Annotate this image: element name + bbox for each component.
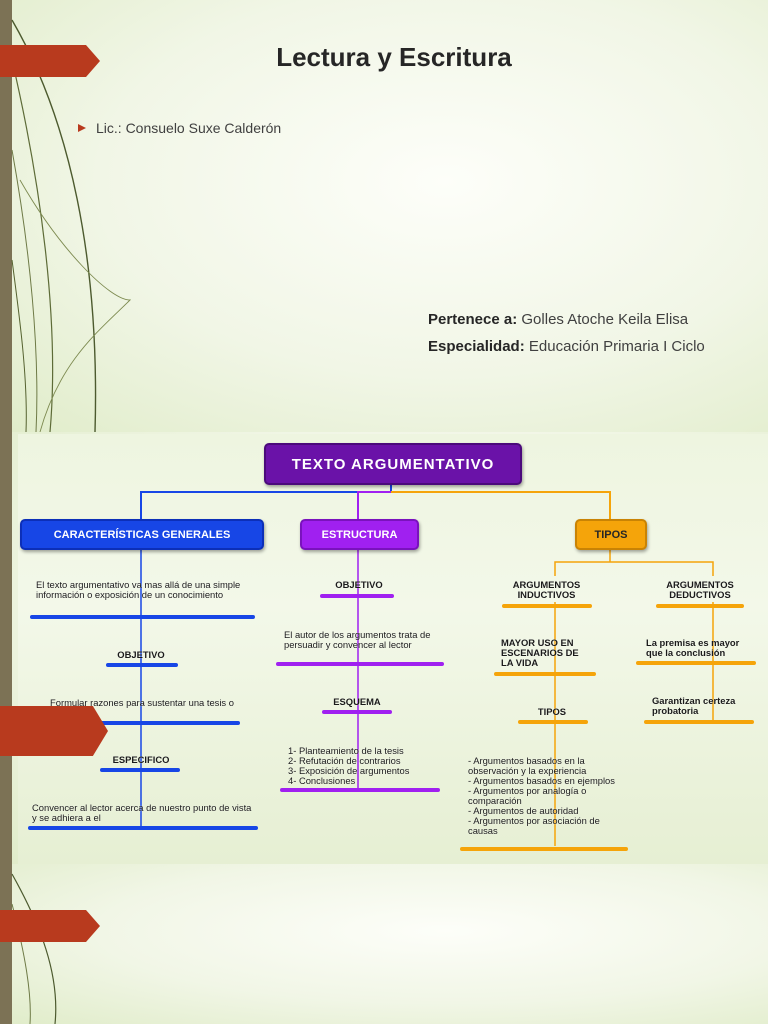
esquema-item: 2- Refutación de contrarios <box>288 755 401 766</box>
inductivos-text: MAYOR USO EN ESCENARIOS DE LA VIDA <box>501 637 579 668</box>
underline-purple <box>276 662 444 666</box>
root-node: TEXTO ARGUMENTATIVO <box>264 443 522 485</box>
connector-purple <box>357 491 391 519</box>
connector-lines <box>140 481 714 846</box>
tipos-item: - Argumentos de autoridad <box>468 805 579 816</box>
tipos-item: - Argumentos por asociación de causas <box>468 815 600 836</box>
inductivos-label: ARGUMENTOS INDUCTIVOS <box>512 579 581 600</box>
estructura-objetivo-label: OBJETIVO <box>335 579 383 590</box>
title-arrow-tab <box>0 45 100 77</box>
connector-orange <box>391 491 611 519</box>
tipos-item: - Argumentos por analogía o comparación <box>468 785 587 806</box>
estructura-esquema-label: ESQUEMA <box>333 696 381 707</box>
deductivos-text-2: Garantizan certeza probatoria <box>652 695 736 716</box>
decorative-curves <box>11 873 57 1024</box>
underline-blue <box>100 768 180 772</box>
underline-blue <box>28 826 258 830</box>
estructura-node: ESTRUCTURA <box>300 519 419 550</box>
author-bullet: Lic.: Consuelo Suxe Calderón <box>78 120 281 136</box>
underline-orange <box>644 720 754 724</box>
specialty-line: Especialidad: Educación Primaria I Ciclo <box>428 338 705 355</box>
underline-blue <box>40 721 240 725</box>
underline-orange <box>502 604 592 608</box>
underline-purple <box>280 788 440 792</box>
slide-left-bar <box>0 0 12 432</box>
connector-orange-split <box>554 546 714 576</box>
underline-orange <box>518 720 588 724</box>
slide-left-bar <box>0 864 12 1024</box>
caracteristicas-especifico-text: Convencer al lector acerca de nuestro pu… <box>32 802 252 823</box>
belongs-line: Pertenece a: Golles Atoche Keila Elisa <box>428 311 688 328</box>
next-slide <box>0 864 768 1024</box>
deductivos-label: ARGUMENTOS DEDUCTIVOS <box>666 579 734 600</box>
esquema-item: 4- Conclusiones <box>288 775 356 786</box>
tipos-item: - Argumentos basados en la observación y… <box>468 755 587 776</box>
estructura-esquema-list: 1- Planteamiento de la tesis 2- Refutaci… <box>288 746 448 786</box>
specialty-label: Especialidad: <box>428 338 525 355</box>
author-name: Lic.: Consuelo Suxe Calderón <box>96 120 282 136</box>
esquema-item: 1- Planteamiento de la tesis <box>288 745 404 756</box>
caracteristicas-objetivo-label: OBJETIVO <box>117 649 165 660</box>
caracteristicas-intro: El texto argumentativo va mas allá de un… <box>36 579 241 600</box>
title-slide: Lectura y Escritura Lic.: Consuelo Suxe … <box>0 0 768 432</box>
mindmap-slide: TEXTO ARGUMENTATIVO CARACTERÍSTICAS GENE… <box>0 432 768 864</box>
slide-arrow-tab <box>0 706 108 756</box>
deductivos-text-1: La premisa es mayor que la conclusión <box>646 637 740 658</box>
specialty-value: Educación Primaria I Ciclo <box>528 338 705 355</box>
underline-orange <box>656 604 744 608</box>
slide-left-bar <box>0 432 12 864</box>
tipos-node: TIPOS <box>575 519 647 550</box>
underline-orange <box>494 672 596 676</box>
belongs-label: Pertenece a: <box>428 311 518 328</box>
caracteristicas-especifico-label: ESPECIFICO <box>112 754 170 765</box>
connector-blue <box>140 481 392 519</box>
bullet-arrow-icon <box>78 124 86 132</box>
underline-orange <box>460 847 628 851</box>
underline-blue <box>106 663 178 667</box>
tipos-list: - Argumentos basados en la observación y… <box>468 756 628 836</box>
tipos-item: - Argumentos basados en ejemplos <box>468 775 615 786</box>
underline-orange <box>636 661 756 665</box>
slide-title: Lectura y Escritura <box>276 42 512 72</box>
estructura-objetivo-text: El autor de los argumentos trata de pers… <box>284 629 431 650</box>
tipos-sub-label: TIPOS <box>537 706 567 717</box>
esquema-item: 3- Exposición de argumentos <box>288 765 410 776</box>
caracteristicas-node: CARACTERÍSTICAS GENERALES <box>20 519 264 550</box>
underline-purple <box>320 594 394 598</box>
underline-purple <box>322 710 392 714</box>
concept-map: TEXTO ARGUMENTATIVO CARACTERÍSTICAS GENE… <box>18 434 768 864</box>
belongs-value: Golles Atoche Keila Elisa <box>521 311 689 328</box>
underline-blue <box>30 615 255 619</box>
slide-arrow-tab <box>0 910 100 942</box>
